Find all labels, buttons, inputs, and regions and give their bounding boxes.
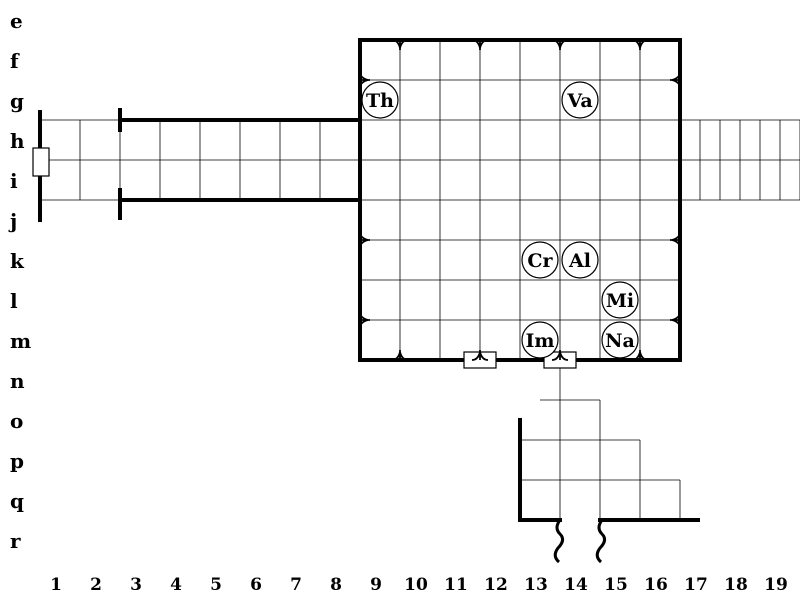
pillar-icon <box>391 39 409 50</box>
token-circle <box>521 241 559 279</box>
token-circle <box>361 81 399 119</box>
row-label-q: q <box>10 489 24 513</box>
token-label: Al <box>568 250 591 272</box>
pillar-icon <box>359 71 370 89</box>
col-label-16: 16 <box>644 575 668 595</box>
pillar-icon <box>359 311 370 329</box>
col-label-6: 6 <box>250 575 262 595</box>
token-circle <box>601 321 639 359</box>
col-label-14: 14 <box>564 575 588 595</box>
token-im: Im <box>521 321 559 359</box>
col-label-11: 11 <box>444 575 468 595</box>
col-label-17: 17 <box>684 575 708 595</box>
pillar-icon <box>631 350 649 361</box>
pillar-icon <box>670 311 681 329</box>
pillar-icon <box>471 350 489 361</box>
token-al: Al <box>561 241 599 279</box>
col-label-4: 4 <box>170 575 182 595</box>
col-label-3: 3 <box>130 575 142 595</box>
row-label-j: j <box>8 209 17 233</box>
pillar-icon <box>631 39 649 50</box>
grid-lines <box>39 39 800 520</box>
row-label-o: o <box>10 409 23 433</box>
pillar-icon <box>551 39 569 50</box>
row-label-r: r <box>10 529 21 553</box>
row-label-e: e <box>10 9 23 33</box>
token-cr: Cr <box>521 241 559 279</box>
token-label: Im <box>526 330 555 352</box>
pillar-icon <box>359 231 370 249</box>
door <box>32 147 50 177</box>
col-label-2: 2 <box>90 575 102 595</box>
token-circle <box>561 241 599 279</box>
col-label-7: 7 <box>290 575 302 595</box>
row-label-h: h <box>10 129 25 153</box>
token-label: Cr <box>527 250 553 272</box>
token-label: Mi <box>606 290 634 312</box>
col-label-13: 13 <box>524 575 548 595</box>
pillar-icon <box>471 39 489 50</box>
col-label-15: 15 <box>604 575 628 595</box>
broken-wall <box>595 519 607 564</box>
row-label-l: l <box>10 289 18 313</box>
col-label-8: 8 <box>330 575 342 595</box>
token-label: Th <box>366 90 394 112</box>
pillar-icon <box>391 350 409 361</box>
pillar-icon <box>670 71 681 89</box>
broken-wall <box>553 519 565 564</box>
col-label-19: 19 <box>764 575 788 595</box>
row-label-g: g <box>10 89 24 113</box>
row-label-p: p <box>10 449 24 473</box>
token-mi: Mi <box>601 281 639 319</box>
row-label-k: k <box>10 249 25 273</box>
token-circle <box>601 281 639 319</box>
token-va: Va <box>561 81 599 119</box>
token-na: Na <box>601 321 639 359</box>
token-circle <box>561 81 599 119</box>
col-label-5: 5 <box>210 575 222 595</box>
row-label-i: i <box>10 169 18 193</box>
col-label-10: 10 <box>404 575 428 595</box>
col-label-12: 12 <box>484 575 508 595</box>
row-label-f: f <box>10 49 20 73</box>
token-label: Na <box>605 330 635 352</box>
col-label-9: 9 <box>370 575 382 595</box>
col-label-1: 1 <box>50 575 62 595</box>
col-label-18: 18 <box>724 575 748 595</box>
pillar-icon <box>551 350 569 361</box>
token-th: Th <box>361 81 399 119</box>
walls <box>38 38 700 522</box>
token-label: Va <box>566 90 592 112</box>
pillar-icon <box>670 231 681 249</box>
row-label-m: m <box>10 329 31 353</box>
map-features <box>32 39 681 564</box>
row-label-n: n <box>10 369 25 393</box>
token-circle <box>521 321 559 359</box>
